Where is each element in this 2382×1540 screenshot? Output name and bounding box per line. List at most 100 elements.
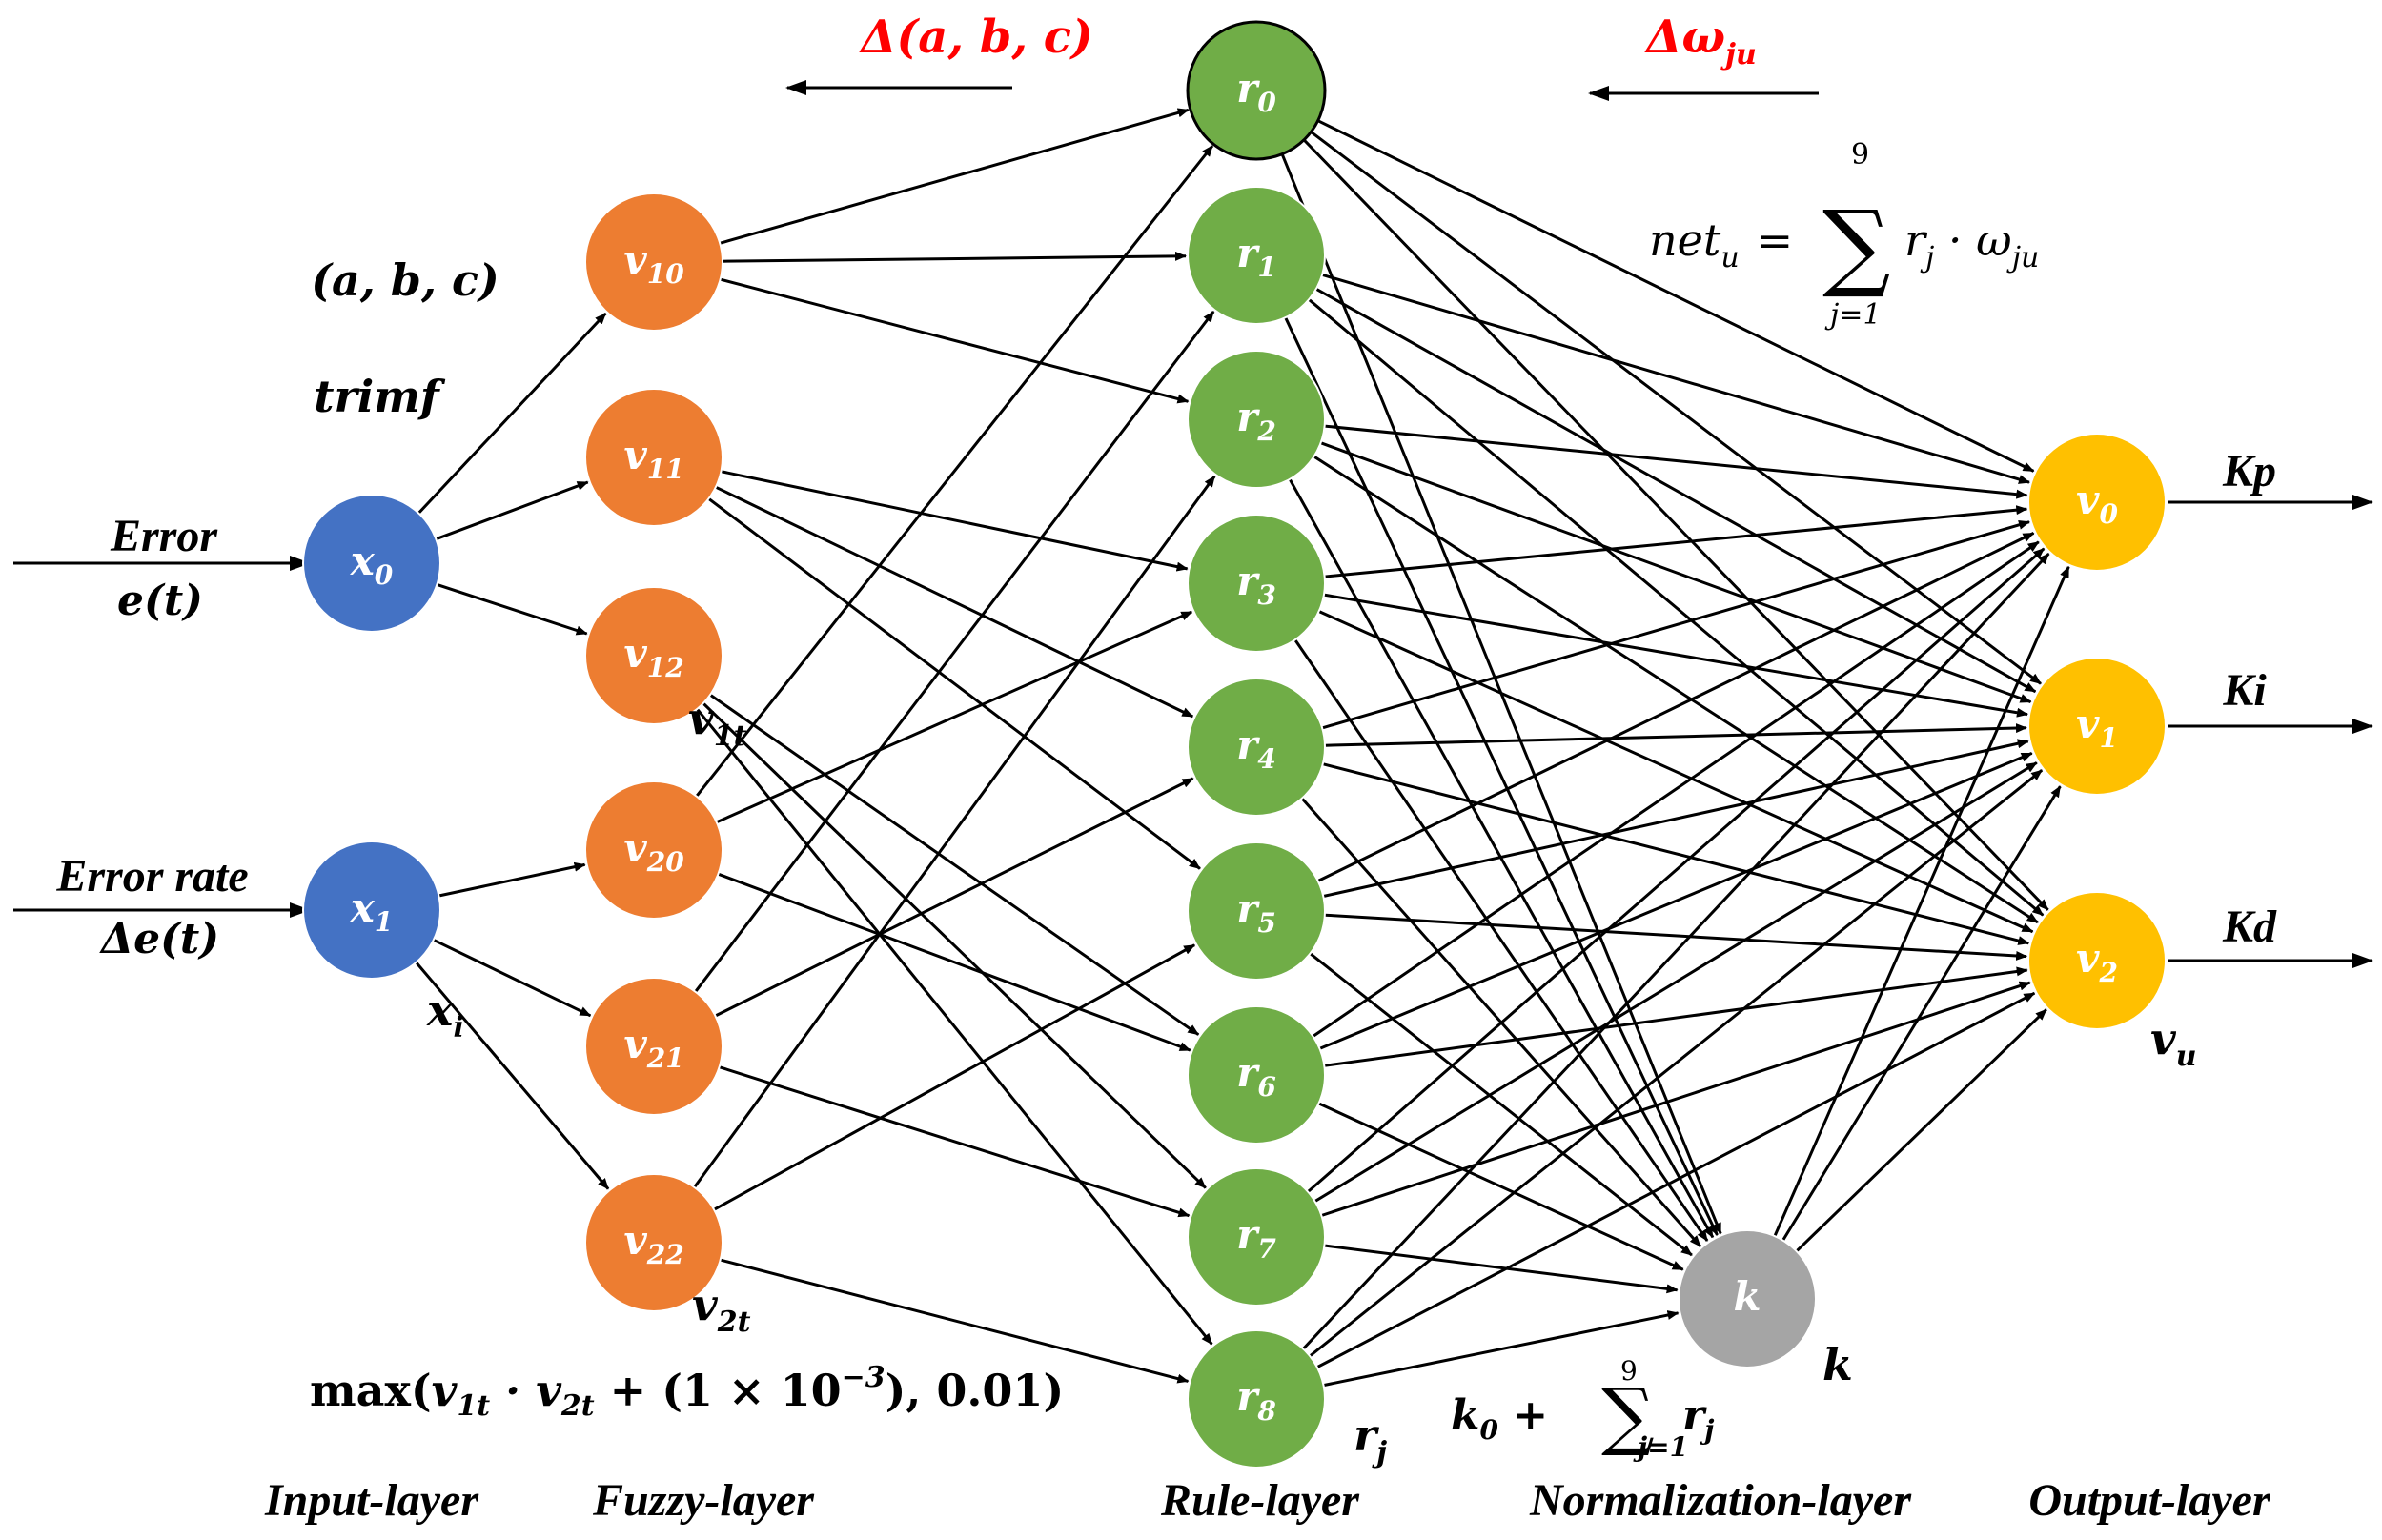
edge-norm-output-1 [1781,785,2062,1242]
rule-node-8: r8 [1187,1329,1326,1469]
edge-rule-7-output-1 [1313,761,2038,1203]
rule-node-1-label-base: r [1236,230,1260,276]
edge-fuzzy-0-rule-2 [720,277,1190,404]
edge-rule-1-norm [1284,316,1719,1236]
rule-node-8-circle [1187,1329,1326,1469]
k-label: k [1822,1339,1853,1390]
output-node-2-label: v2 [2076,935,2118,988]
input-node-1-label-base: x [350,884,376,931]
edge-rule-1-output-1 [1315,287,2037,694]
fuzzy-node-5-label-base: v [623,1217,647,1264]
input-node-1: x1 [302,841,441,980]
fuzzy-node-0-label-base: v [623,236,647,283]
rule-node-3: r3 [1187,514,1326,653]
layer-name-rule: Rule-layer [1160,1475,1360,1526]
layer-name-fuzzy: Fuzzy-layer [592,1475,815,1526]
normalization-node-label-base: k [1733,1273,1761,1320]
kd-label: Kd [2222,902,2277,952]
annotations: (a, b, c) trimf xi v1t v2t rj vu k max(v… [310,138,2197,1469]
edge-input-1-fuzzy-3 [438,861,586,898]
edge-fuzzy-3-rule-3 [716,610,1193,824]
rule-node-4-label: r4 [1236,721,1276,775]
edge-rule-7-norm [1324,1244,1679,1294]
fuzzy-node-5-label: v22 [623,1217,683,1270]
fuzzy-node-0: v10 [584,192,723,332]
v2t-sub: 2t [717,1306,751,1339]
fuzzy-node-2-label-base: v [623,630,647,677]
input-node-0-label: x0 [350,537,394,591]
edge-fuzzy-1-rule-5 [707,497,1201,870]
rule-node-8-label-sub: 8 [1256,1395,1275,1427]
rule-node-2-label-base: r [1236,394,1260,440]
max-v2-sub: 2t [560,1389,595,1423]
edge-rule-6-output-2 [1324,966,2028,1067]
edge-fuzzy-4-rule-1 [694,310,1215,993]
norm-r: r [1682,1391,1707,1440]
ki-label: Ki [2222,665,2267,716]
net-r: r [1904,214,1928,266]
edge-rule-2-output-0 [1324,424,2028,499]
norm-sum-lower: j=1 [1633,1431,1688,1463]
error-label: Error [110,511,218,561]
layer-name-normalization: Normalization-layer [1529,1475,1912,1526]
edge-rule-3-output-2 [1318,610,2034,934]
edge-rule-2-output-1 [1320,441,2032,704]
backprop-indicators: Δ(a, b, c) Δωju [785,10,1819,101]
output-node-1-circle [2027,657,2167,796]
rule-node-7-label: r7 [1236,1211,1276,1265]
output-node-1: v1 [2027,657,2167,796]
rule-node-3-label: r3 [1236,557,1276,611]
fuzzy-node-3-circle [584,780,723,920]
v1t-base: v [688,693,715,744]
fuzzy-node-4-label-base: v [623,1021,647,1067]
edge-fuzzy-2-rule-6 [709,693,1200,1036]
output-node-2: v2 [2027,891,2167,1030]
norm-plus: + [1498,1391,1548,1440]
rj-label: rj [1354,1409,1387,1469]
output-node-0: v0 [2027,433,2167,572]
fuzzy-node-1: v11 [584,388,723,527]
edge-fuzzy-5-rule-5 [713,943,1196,1211]
max-end: ), 0.01) [886,1365,1065,1416]
rule-node-3-circle [1187,514,1326,653]
rule-node-2: r2 [1187,350,1326,489]
rule-node-6-circle [1187,1005,1326,1145]
rule-node-5-label-sub: 5 [1257,907,1275,939]
edge-rule-4-output-1 [1324,723,2027,747]
rule-node-5-label-base: r [1236,885,1260,932]
rule-node-0: r0 [1186,20,1327,161]
error-signal-label: e(t) [117,577,203,625]
norm-formula-head: k0 + [1451,1391,1548,1446]
edge-rule-6-output-1 [1318,752,2033,1050]
vu-label: vu [2150,1013,2197,1073]
input-node-0-circle [302,494,441,633]
output-node-0-label-base: v [2076,476,2100,523]
layer-name-input: Input-layer [264,1475,479,1526]
edge-rule-0-output-0 [1317,119,2035,473]
fuzzy-node-2-label-sub: 12 [647,652,684,683]
edge-rule-3-norm [1293,638,1709,1242]
edge-rule-5-output-1 [1322,739,2029,898]
edge-rule-4-output-2 [1322,762,2030,945]
fuzzy-node-3-label-base: v [623,824,647,871]
net-sum-sign: ∑ [1822,190,1890,301]
fuzzy-node-0-label-sub: 10 [647,258,684,290]
edge-fuzzy-0-rule-0 [719,108,1190,245]
network-nodes: x0x1v10v11v12v20v21v22r0r1r2r3r4r5r6r7r8… [302,20,2167,1469]
membership-function-label: trimf [314,371,446,422]
fuzzy-node-1-circle [584,388,723,527]
max-dot: · [490,1365,536,1416]
fuzzy-node-2-circle [584,586,723,725]
edge-rule-1-output-2 [1308,298,2045,917]
edge-fuzzy-0-rule-1 [722,251,1187,263]
fuzzy-node-2: v12 [584,586,723,725]
rule-node-1: r1 [1187,186,1326,325]
max-v1: v [432,1365,458,1416]
input-node-0: x0 [302,494,441,633]
fuzzy-node-4-label-sub: 21 [646,1043,684,1074]
fuzzy-node-5-circle [584,1173,723,1312]
edge-input-1-fuzzy-4 [433,938,592,1018]
rule-node-1-label-sub: 1 [1257,252,1275,283]
norm-rj: rj [1682,1391,1714,1446]
